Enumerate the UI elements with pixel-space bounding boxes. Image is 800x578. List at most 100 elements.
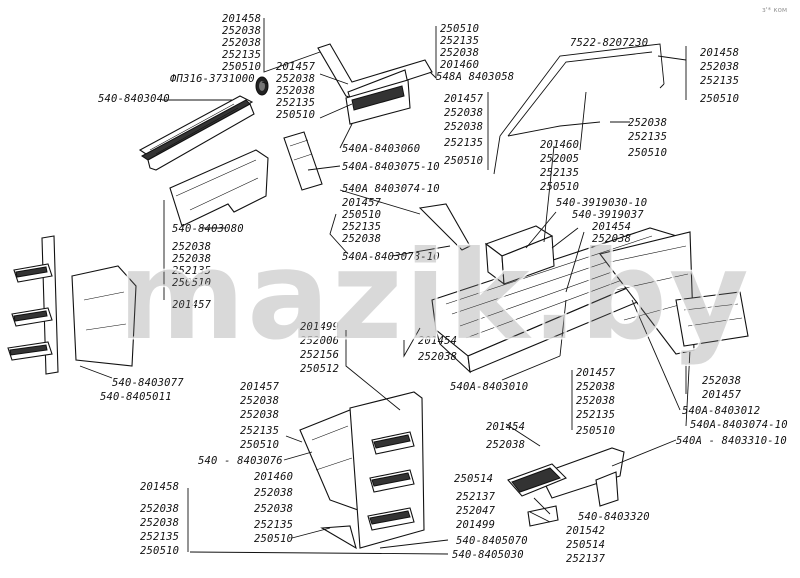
label-540a-8403310-10: 540А - 8403310-10 xyxy=(676,435,787,447)
label-g13-4: 250510 xyxy=(576,425,615,437)
label-g19-2: 252137 xyxy=(566,553,606,565)
label-g2-3: 201460 xyxy=(440,59,479,71)
label-g5-2: 252135 xyxy=(172,265,211,277)
label-g6-0: 201458 xyxy=(700,47,739,59)
label-g1-3: 252135 xyxy=(222,49,261,61)
label-g4-0: 201457 xyxy=(342,197,382,209)
label-g12-1: 252038 xyxy=(418,351,457,363)
label-540-8403320: 540-8403320 xyxy=(578,511,650,523)
label-g3-2: 252038 xyxy=(276,85,315,97)
label-g13-2: 252038 xyxy=(576,395,615,407)
label-g9-2: 252135 xyxy=(540,167,579,179)
label-g19-0: 201542 xyxy=(566,525,605,537)
label-g18-1: 252137 xyxy=(456,491,496,503)
label-540-3919037: 540-3919037 xyxy=(572,209,644,221)
label-g5-4: 201457 xyxy=(172,299,212,311)
label-g3-3: 252135 xyxy=(276,97,315,109)
label-g12-0: 201454 xyxy=(418,335,457,347)
label-g4-3: 252038 xyxy=(342,233,381,245)
label-g6-3: 250510 xyxy=(700,93,739,105)
label-g2-1: 252135 xyxy=(440,35,479,47)
label-g13-0: 201457 xyxy=(576,367,616,379)
label-g20-3: 252135 xyxy=(140,531,179,543)
label-g1-0: 201458 xyxy=(222,13,261,25)
beam-540-8403040-drawing xyxy=(138,95,255,171)
label-g20-1: 252038 xyxy=(140,503,179,515)
label-g9-3: 250510 xyxy=(540,181,579,193)
label-g17-0: 201460 xyxy=(254,471,293,483)
box-540-3919030-drawing xyxy=(484,225,555,286)
label-g1-4: 250510 xyxy=(222,61,261,73)
label-g10-0: 201454 xyxy=(592,221,631,233)
label-g15-1: 252038 xyxy=(240,395,279,407)
label-g4-2: 252135 xyxy=(342,221,381,233)
label-g6-1: 252038 xyxy=(700,61,739,73)
label-g17-4: 250510 xyxy=(254,533,293,545)
label-540a-8403060: 540А-8403060 xyxy=(342,143,420,155)
label-g9-0: 201460 xyxy=(540,139,579,151)
panel-540-8403077-drawing xyxy=(71,265,137,367)
label-g8-0: 252038 xyxy=(628,117,667,129)
label-g11-1: 252006 xyxy=(300,335,339,347)
label-g7-1: 252038 xyxy=(444,107,483,119)
label-g8-2: 250510 xyxy=(628,147,667,159)
label-g18-0: 250514 xyxy=(454,473,493,485)
label-g2-2: 252038 xyxy=(440,47,479,59)
label-g3-4: 250510 xyxy=(276,109,315,121)
plate-540a-8403012-drawing xyxy=(675,291,749,347)
label-7522-8207230: 7522-8207230 xyxy=(570,37,648,49)
label-g7-2: 252038 xyxy=(444,121,483,133)
steps-540-8405011-drawing xyxy=(7,235,59,375)
label-g15-3: 252135 xyxy=(240,425,279,437)
label-g19-1: 250514 xyxy=(566,539,605,551)
label-540a-8403074-10: 540А 8403074-10 xyxy=(342,183,440,195)
label-g15-0: 201457 xyxy=(240,381,280,393)
label-g5-1: 252038 xyxy=(172,253,211,265)
label-g13-3: 252135 xyxy=(576,409,615,421)
bar-540a-8403310-drawing xyxy=(320,447,625,550)
label-g7-0: 201457 xyxy=(444,93,484,105)
label-g1-2: 252038 xyxy=(222,37,261,49)
label-g18-2: 252047 xyxy=(456,505,496,517)
label-540-8403077: 540-8403077 xyxy=(112,377,184,389)
label-g4-1: 250510 xyxy=(342,209,381,221)
label-g6-2: 252135 xyxy=(700,75,739,87)
label-540-8403080: 540-8403080 xyxy=(172,223,244,235)
label-g5-3: 250510 xyxy=(172,277,211,289)
label-540-3919030-10: 540-3919030-10 xyxy=(556,197,647,209)
label-g17-1: 252038 xyxy=(254,487,293,499)
label-g11-2: 252156 xyxy=(300,349,339,361)
label-g17-3: 252135 xyxy=(254,519,293,531)
label-g8-1: 252135 xyxy=(628,131,667,143)
label-g15-4: 250510 xyxy=(240,439,279,451)
label-540-8405030: 540-8405030 xyxy=(452,549,524,561)
label-g3-1: 252038 xyxy=(276,73,315,85)
steps-540-8405070-drawing xyxy=(349,391,425,549)
label-540-8403040: 540-8403040 xyxy=(98,93,170,105)
bracket-540a-8403078-drawing xyxy=(418,203,471,251)
handrail-7522-drawing xyxy=(493,43,687,175)
platform-540a-8403010-drawing xyxy=(431,227,695,374)
label-540-8405070: 540-8405070 xyxy=(456,535,528,547)
bracket-540a-8403060-drawing xyxy=(345,79,411,125)
label-fp316-3731000: ФП316-3731000 xyxy=(170,73,255,85)
label-540a-8403010: 540А-8403010 xyxy=(450,381,528,393)
label-540a-8403012: 540А-8403012 xyxy=(682,405,760,417)
label-540a-8403075-10: 540А-8403075-10 xyxy=(342,161,440,173)
label-g3-0: 201457 xyxy=(276,61,316,73)
watermark-text: mazik.by xyxy=(118,225,751,367)
part-labels: 201458 252038 252038 252135 250510 25051… xyxy=(98,13,788,565)
label-g1-1: 252038 xyxy=(222,25,261,37)
label-g9-1: 252005 xyxy=(540,153,579,165)
label-g14-0: 252038 xyxy=(702,375,741,387)
label-540a-8403078-10: 540А-8403078-10 xyxy=(342,251,440,263)
label-g5-0: 252038 xyxy=(172,241,211,253)
label-548a-8403058: 548А 8403058 xyxy=(436,71,514,83)
label-g17-2: 252038 xyxy=(254,503,293,515)
label-g20-0: 201458 xyxy=(140,481,179,493)
corner-mark: з'* ком xyxy=(762,6,787,14)
label-g20-4: 250510 xyxy=(140,545,179,557)
label-g16-1: 252038 xyxy=(486,439,525,451)
